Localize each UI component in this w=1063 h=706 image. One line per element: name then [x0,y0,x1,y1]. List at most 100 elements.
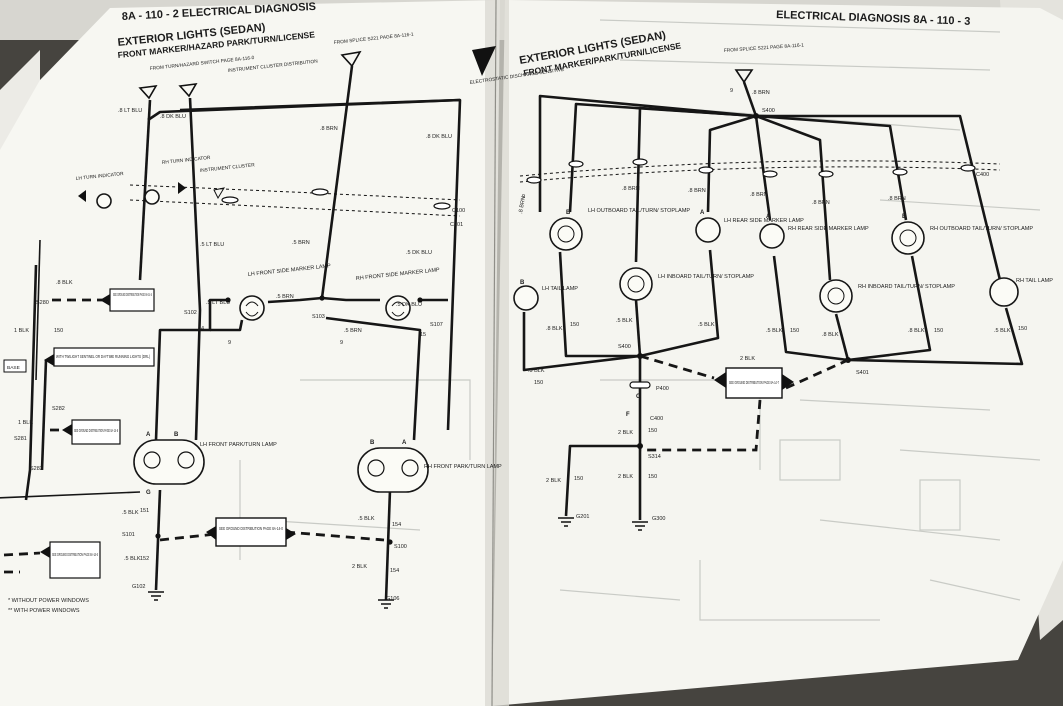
left-page [0,0,500,706]
wire-label: .5 BRN [344,328,362,334]
wire-label: .5 LT BLU [200,242,224,248]
lh-side-marker-bulb-icon [239,295,265,321]
right-top-circuit: 9 [730,88,733,94]
wire-label: .8 BRN [622,186,640,192]
ground-g201-icon [558,517,574,527]
left-grounds: G106 G102 [132,584,399,609]
wire-label: .5 DK BLU [396,302,422,308]
splice-label: S103 [312,314,325,320]
rh-inboard-lamp-icon [819,279,853,313]
wire-label: .8 BLK [546,326,563,332]
wire-label: 2 BLK [740,356,755,362]
lh-inboard-label: LH INBOARD TAIL/TURN/ STOPLAMP [658,274,754,280]
right-connector-band: C400 [519,158,1001,184]
left-arrow-icon [78,190,86,202]
right-page [492,0,1063,706]
ground-g102-icon [148,591,164,601]
lh-outboard-lamp-icon [549,217,583,251]
wire-label: 2 BLK [352,564,367,570]
splice-s401: S401 [856,370,869,376]
wire-label: 2 BLK [546,478,561,484]
right-arrow-icon [178,182,186,194]
esd-small-icon [213,187,226,200]
pin-b-lh: B [174,432,179,438]
rh-tail-lamp-icon [989,277,1019,307]
rear-lamps: LH OUTBOARD TAIL/TURN/ STOPLAMP LH TAIL … [513,208,1053,313]
wire-label: .5 BLK [122,510,139,516]
connector-c100: C100 [452,208,465,214]
rh-inboard-label: RH INBOARD TAIL/TURN/ STOPLAMP [858,284,955,290]
lh-indicator-bulb-icon [96,193,112,209]
splice-label: S101 [122,532,135,538]
wire-label: .5 BLK [124,556,141,562]
rh-indicator-label: RH TURN INDICATOR [162,155,212,166]
wire-label: .5 BRN [292,240,310,246]
lh-tail-label: LH TAIL LAMP [542,286,578,292]
circuit-label: 154 [392,522,401,528]
lh-outboard-label: LH OUTBOARD TAIL/TURN/ STOPLAMP [588,208,690,214]
feed-arrow-icon [340,50,362,68]
rh-outboard-lamp-icon [891,221,925,255]
circuit-label: 150 [790,328,799,334]
wire-label: .5 BLK [528,368,545,374]
wire-label: .8 DK BLU [426,134,452,140]
pin-f-c400: F [626,412,630,418]
connector-c400: C400 [650,416,663,422]
rh-front-lamp-icon [357,447,429,493]
cluster-label: INSTRUMENT CLUSTER [200,162,256,174]
splice-s314: S314 [648,454,661,460]
see-box-4-line: SEE GROUND DISTRIBUTION PAGE 8A-14-6 [52,552,98,558]
circuit-label: 150 [570,322,579,328]
lh-indicator-label: LH TURN INDICATOR [76,171,125,182]
circuit-label: 9 [340,340,343,346]
circuit-label: 150 [1018,326,1027,332]
wire-label: .8 DK BLU [160,114,186,120]
lh-rear-marker-label: LH REAR SIDE MARKER LAMP [724,218,804,224]
gutter-shadow [485,0,509,706]
feed-arrow-left-icon [138,85,158,100]
pin-a-lh-marker: A [700,210,705,216]
splice-label: S280 [36,300,49,306]
wire-label: .5 BRN [276,294,294,300]
splice-s400: S400 [618,344,631,350]
pin-a-rh: A [402,440,407,446]
base-label: BASE [7,365,20,371]
lh-inboard-lamp-icon [619,267,653,301]
wire-label: 1 BLK [18,420,33,426]
circuit-label: 152 [140,556,149,562]
splice-label: S102 [184,310,197,316]
ground-g106: G106 [386,596,399,602]
splice-label: S107 [430,322,443,328]
connector-band: C100 C101 [129,184,465,228]
circuit-label: 150 [534,380,543,386]
footnote-1: * WITHOUT POWER WINDOWS [8,598,89,604]
rh-indicator-bulb-icon [144,189,160,205]
pin-g-lh: G [146,490,151,496]
circuit-label: 14 [198,326,204,332]
wire-label: .5 BLK [616,318,633,324]
connector-c400-top: C400 [976,172,989,178]
pin-b-lh-out: B [566,210,571,216]
right-wire-labels: .8 BRN .8 BRN .8 BRN .8 BRN .8 BRN .8 BR… [518,186,1027,484]
wire-label: .8 BRN [518,196,527,215]
rh-side-marker-bulb-icon [385,295,411,321]
wire-label: .5 DK BLU [406,250,432,256]
pin-c-c400: C [636,394,641,400]
footnotes: * WITHOUT POWER WINDOWS ** WITH POWER WI… [8,598,89,614]
circuit-label: 9 [522,194,525,200]
lh-front-lamp-icon [133,439,205,485]
rh-rear-marker-lamp-icon [759,223,785,249]
circuit-label: 150 [648,428,657,434]
ground-g300-icon [632,521,648,531]
wire-label: .8 BLK [822,332,839,338]
wire-label: .5 BLK [766,328,783,334]
pin-a-lh: A [146,432,151,438]
wire-label: .5 BLK [698,322,715,328]
rh-tail-label: RH TAIL LAMP [1016,278,1053,284]
circuit-label: 150 [54,328,63,334]
front-park-turn-lamps: LH FRONT PARK/TURN LAMP RH FRONT PARK/TU… [133,432,502,496]
wire-label: .5 LT BLU [206,300,230,306]
wire-label: .8 BLK [908,328,925,334]
splice-label: S283 [30,466,43,472]
ground-g300: G300 [652,516,665,522]
